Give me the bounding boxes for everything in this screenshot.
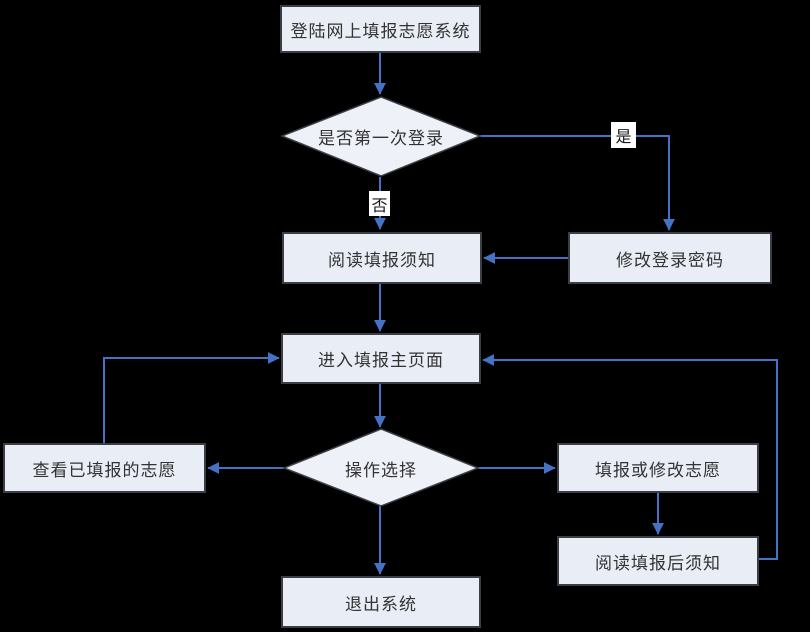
node-read-after: 阅读填报后须知 (557, 536, 759, 586)
node-exit: 退出系统 (281, 576, 481, 628)
node-login: 登陆网上填报志愿系统 (280, 5, 481, 53)
edge-viewsubmitted-to-mainpage (103, 352, 280, 443)
edge-label-yes: 是 (611, 122, 636, 148)
node-view-submitted: 查看已填报的志愿 (3, 443, 206, 493)
node-read-notice: 阅读填报须知 (282, 232, 482, 284)
edge-readafter-to-mainpage (482, 354, 778, 560)
node-fill-modify: 填报或修改志愿 (557, 443, 759, 493)
decision-operation-shape (281, 428, 481, 507)
edge-label-no: 否 (369, 191, 390, 216)
node-change-password: 修改登录密码 (568, 232, 772, 284)
node-operation-label: 操作选择 (345, 461, 417, 480)
edge-firstlogin-yes-to-changepassword (480, 135, 675, 231)
node-first-login-label: 是否第一次登录 (318, 129, 444, 148)
decision-first-login-shape (279, 96, 483, 177)
node-main-page: 进入填报主页面 (281, 333, 481, 384)
